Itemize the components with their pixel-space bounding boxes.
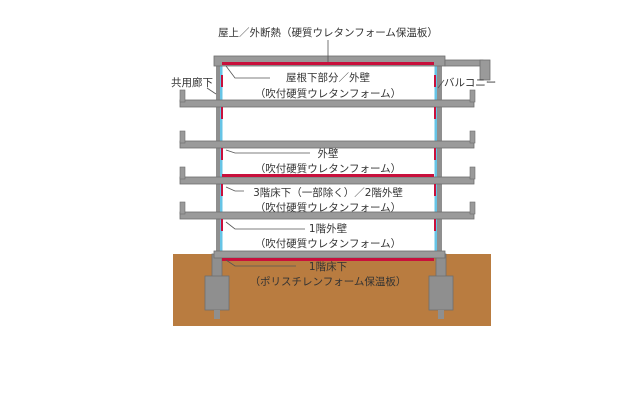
label-balcony: バルコニー bbox=[444, 77, 496, 89]
insulation-edge-marks bbox=[221, 75, 436, 231]
label-roof: 屋上／外断熱（硬質ウレタンフォーム保温板） bbox=[218, 26, 438, 39]
label-corridor: 共用廊下 bbox=[171, 76, 213, 89]
floor-slab-2 bbox=[179, 201, 476, 220]
label-floor3-2: （吹付硬質ウレタンフォーム） bbox=[255, 201, 401, 214]
column-left bbox=[216, 58, 221, 256]
label-floor1-floor-1: 1階床下 bbox=[309, 260, 347, 273]
label-floor1-wall-1: 1階外壁 bbox=[309, 222, 348, 235]
exterior-wall-right bbox=[434, 66, 437, 256]
label-floor1-floor-2: （ポリスチレンフォーム保温板） bbox=[250, 275, 407, 288]
foundation-left bbox=[204, 253, 230, 319]
label-wall-1: 外壁 bbox=[318, 147, 339, 160]
leader-lines bbox=[206, 40, 445, 267]
column-right bbox=[437, 58, 442, 256]
foundation-right bbox=[428, 253, 454, 319]
floor-slab-3 bbox=[179, 166, 476, 185]
label-under-roof-1: 屋根下部分／外壁 bbox=[286, 71, 370, 84]
label-floor1-wall-2: （吹付硬質ウレタンフォーム） bbox=[255, 237, 401, 250]
exterior-wall-left bbox=[220, 66, 223, 256]
floor-slab-1 bbox=[213, 250, 446, 261]
roof-slab bbox=[213, 55, 491, 81]
label-floor3-1: 3階床下（一部除く）／2階外壁 bbox=[253, 186, 403, 199]
floor-slab-5 bbox=[179, 89, 476, 108]
label-wall-2: （吹付硬質ウレタンフォーム） bbox=[255, 162, 401, 175]
label-under-roof-2: （吹付硬質ウレタンフォーム） bbox=[255, 87, 401, 100]
floor-slab-4 bbox=[179, 130, 476, 149]
